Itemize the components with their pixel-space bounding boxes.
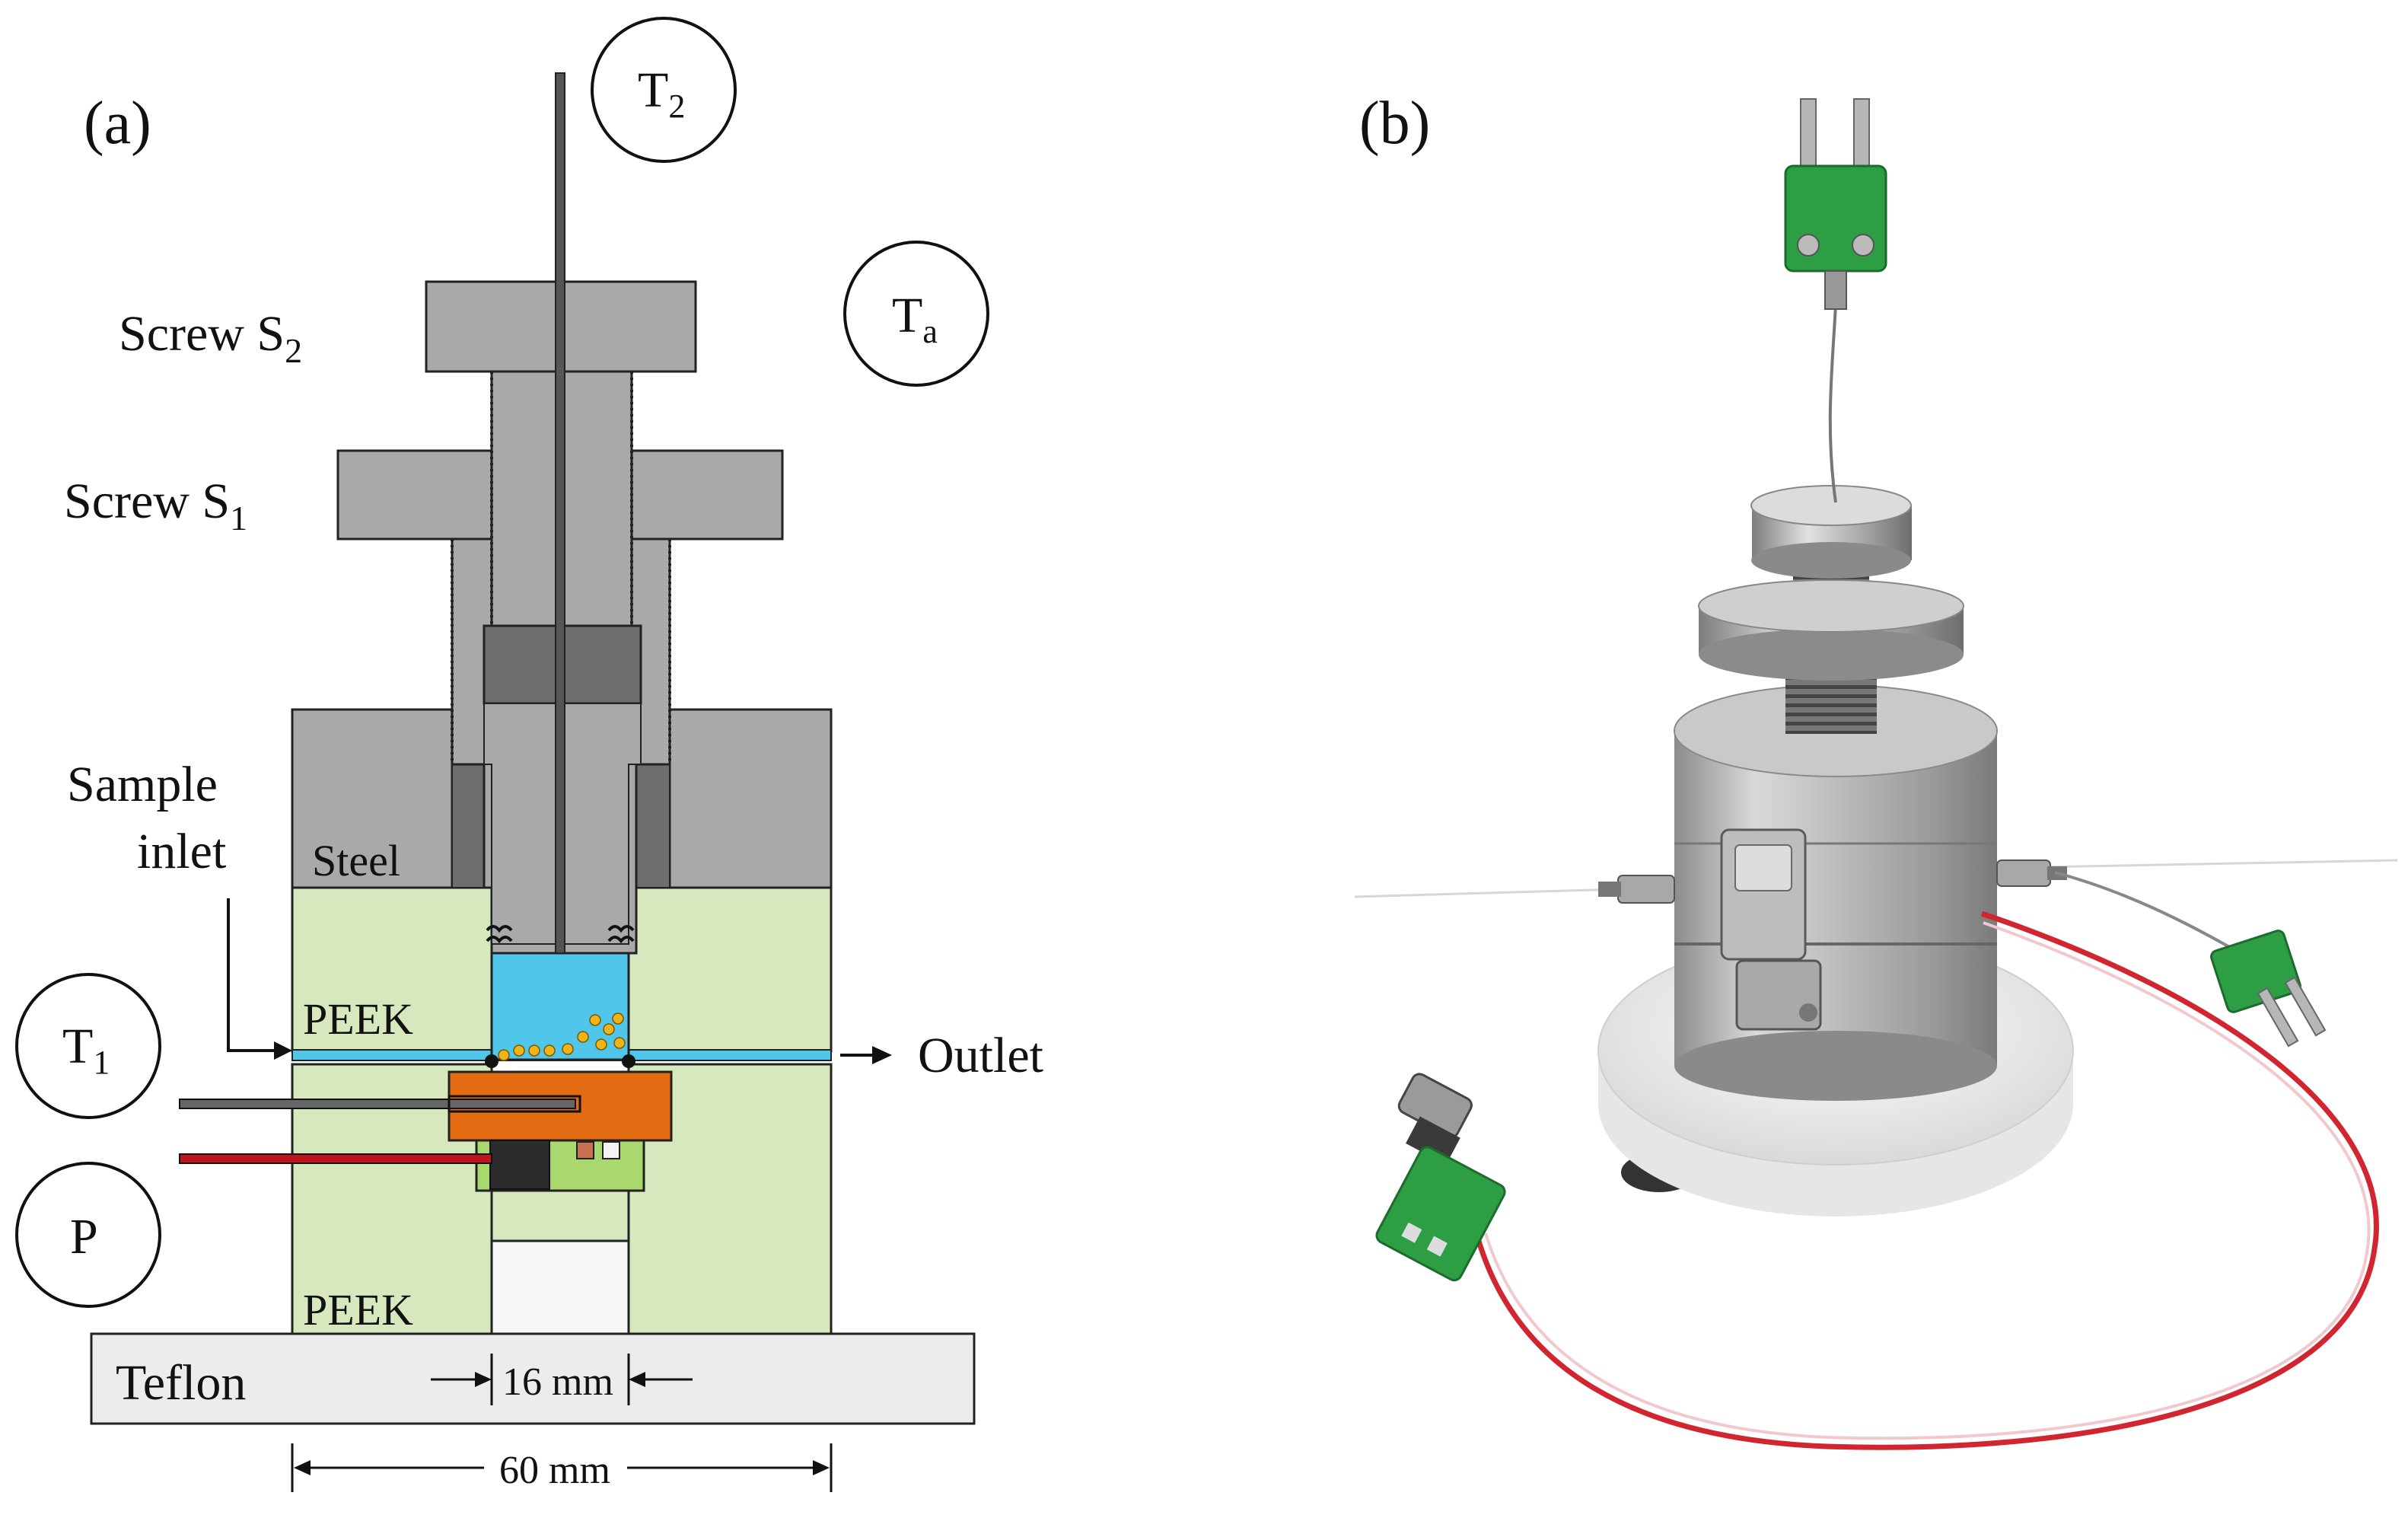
peek-label-bottom: PEEK [303, 1285, 413, 1335]
screw-s1-cap [1698, 579, 1964, 681]
t1-circle: T1 [15, 973, 161, 1119]
ta-circle: Ta [843, 241, 989, 387]
red-cable [1473, 910, 2379, 1450]
top-thermocouple-connector [1784, 98, 1887, 310]
pressure-sensor [489, 1140, 550, 1190]
sample-label: Sample [67, 757, 218, 812]
p-circle: P [15, 1162, 161, 1308]
right-capillary [2001, 859, 2398, 869]
screw-s2-cap [1750, 485, 1912, 579]
svg-text:P: P [70, 1209, 98, 1264]
panel-b-label: (b) [1359, 90, 1430, 157]
dimension-16mm: 16 mm [431, 1354, 693, 1405]
peek-upper-right [627, 886, 833, 1053]
pressure-wire [179, 1153, 492, 1164]
peek-label-top: PEEK [303, 994, 413, 1044]
svg-text:16 mm: 16 mm [502, 1360, 613, 1404]
screw-s1-label: Screw S1 [64, 474, 247, 537]
bnc-connector [1375, 1073, 1506, 1282]
left-capillary [1354, 888, 1622, 898]
steel-label: Steel [312, 836, 400, 885]
sensor-chip-1 [576, 1141, 594, 1159]
sample-inlet-arrow [227, 898, 280, 1052]
panel-b: (b) [1354, 90, 2398, 1450]
t1-probe-wire [179, 1099, 576, 1109]
panel-a-label: (a) [84, 90, 151, 157]
latch [1720, 828, 1822, 1031]
oring-left [485, 1054, 498, 1068]
particles [498, 1013, 626, 1061]
t2-thermocouple-rod [555, 72, 565, 954]
oring-right [622, 1054, 635, 1068]
inlet-label: inlet [137, 824, 226, 879]
dimension-60mm: 60 mm [291, 1443, 833, 1492]
peek-gap-white [490, 1239, 630, 1335]
peek-upper-left [291, 886, 493, 1053]
springs [486, 925, 635, 944]
panel-a: (a) Teflon PEEK PEEK [15, 17, 1043, 1492]
sample-cell [490, 952, 630, 1061]
side-thermocouple-wire [2054, 871, 2238, 953]
teflon-base [90, 1332, 976, 1425]
screw-s2-label: Screw S2 [119, 306, 302, 370]
svg-text:Ta: Ta [892, 288, 938, 350]
sensor-chip-2 [602, 1141, 620, 1159]
t2-circle: T2 [591, 17, 737, 163]
svg-text:T2: T2 [638, 62, 685, 125]
t1-probe-tip [448, 1095, 581, 1113]
side-thermocouple-connector [2210, 930, 2327, 1048]
left-fitting [1598, 875, 1675, 904]
svg-text:60 mm: 60 mm [499, 1449, 610, 1492]
steel-block [291, 708, 833, 889]
svg-text:T1: T1 [62, 1019, 110, 1081]
top-thermocouple-wire [1828, 304, 1837, 503]
outlet-label: Outlet [918, 1028, 1043, 1083]
teflon-label: Teflon [116, 1355, 246, 1411]
